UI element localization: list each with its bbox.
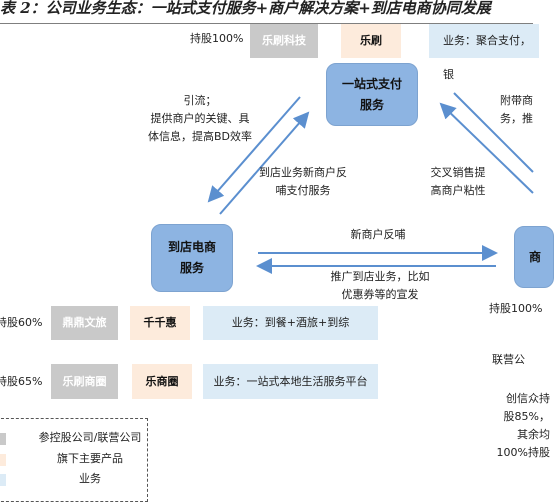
legend-label-company: 参控股公司/联营公司 (38, 431, 142, 444)
edge-label-traffic-line1: 引流； (183, 94, 217, 107)
edge-label-cross-line1: 交叉销售提 (430, 166, 486, 179)
arrow-ecom-to-payment (219, 111, 310, 215)
top-company-box: 乐刷科技 (250, 24, 318, 58)
edge-label-feedback: 到店业务新商户反 哺支付服务 (248, 164, 358, 200)
legend-swatch-company (0, 433, 6, 445)
edge-label-new-merchant: 新商户反哺 (350, 228, 406, 241)
right-holding-line4: 100%持股 (496, 446, 550, 459)
edge-label-promote: 推广到店业务，比如 优惠券等的宣发 (316, 268, 444, 304)
right-holding-text: 创信众持 股85%， 其余均 100%持股 (490, 390, 550, 462)
right-joint-label: 联营公 (492, 353, 525, 366)
title-rule (0, 23, 533, 24)
arrow-payment-to-right (453, 92, 534, 173)
node-ecom-line2: 服务 (179, 261, 204, 275)
right-holding-line1: 创信众持 (506, 392, 550, 405)
node-payment-line2: 服务 (359, 97, 384, 112)
row1-product-box: 千千惠 (130, 306, 190, 340)
legend-swatch-product (0, 454, 6, 466)
edge-label-promote-line1: 推广到店业务，比如 (330, 270, 430, 283)
node-ecom-line1: 到店电商 (167, 240, 216, 254)
row1-company-box: 鼎鼎文旅 (51, 306, 118, 340)
top-stake-label: 持股100% (190, 32, 244, 45)
top-product-box: 乐刷 (341, 24, 401, 58)
edge-label-cross-sell: 交叉销售提 高商户粘性 (418, 164, 498, 200)
arrow-right-to-payment (439, 102, 534, 194)
legend-label-product: 旗下主要产品 (57, 452, 123, 465)
arrow-payment-to-ecom (207, 96, 301, 203)
edge-label-traffic-line3: 体信息，提高BD效率 (147, 130, 253, 143)
edge-label-promote-line2: 优惠券等的宣发 (341, 288, 419, 301)
node-payment-service: 一站式支付服务 (326, 63, 418, 126)
edge-label-bundled: 附带商 务，推 (500, 92, 533, 128)
right-stake-label: 持股100% (489, 302, 543, 315)
edge-label-bundled-line1: 附带商 (500, 94, 533, 107)
node-merchant-solution: 商 (514, 226, 554, 288)
row1-stake-label: 持股60% (0, 316, 43, 329)
row1-business-box: 业务：到餐+酒旅+到综 (203, 306, 378, 340)
edge-label-traffic-line2: 提供商户的关键、具 (150, 112, 250, 125)
edge-label-traffic: 引流； 提供商户的关键、具 体信息，提高BD效率 (140, 92, 260, 146)
row2-product-box: 乐商圈 (132, 364, 192, 399)
edge-label-feedback-line2: 哺支付服务 (275, 184, 331, 197)
figure-title: 表 2：公司业务生态：一站式支付服务+商户解决方案+到店电商协同发展 (0, 0, 491, 17)
node-ecommerce-service: 到店电商服务 (151, 224, 233, 292)
legend-swatch-business (0, 474, 6, 486)
legend-label-business: 业务 (79, 472, 101, 485)
edge-label-bundled-line2: 务，推 (500, 112, 533, 125)
right-holding-line3: 其余均 (517, 428, 550, 441)
right-holding-line2: 股85%， (503, 410, 550, 423)
row2-stake-label: 持股65% (0, 375, 43, 388)
edge-label-cross-line2: 高商户粘性 (430, 184, 486, 197)
row2-business-box: 业务：一站式本地生活服务平台 (203, 364, 378, 399)
top-business-box: 业务：聚合支付，银 (429, 24, 539, 81)
node-payment-line1: 一站式支付 (341, 76, 402, 91)
row2-company-box: 乐刷商圈 (51, 364, 118, 399)
flow-arrows (207, 92, 534, 274)
node-right-line1: 商 (529, 249, 542, 264)
edge-label-feedback-line1: 到店业务新商户反 (259, 166, 347, 179)
